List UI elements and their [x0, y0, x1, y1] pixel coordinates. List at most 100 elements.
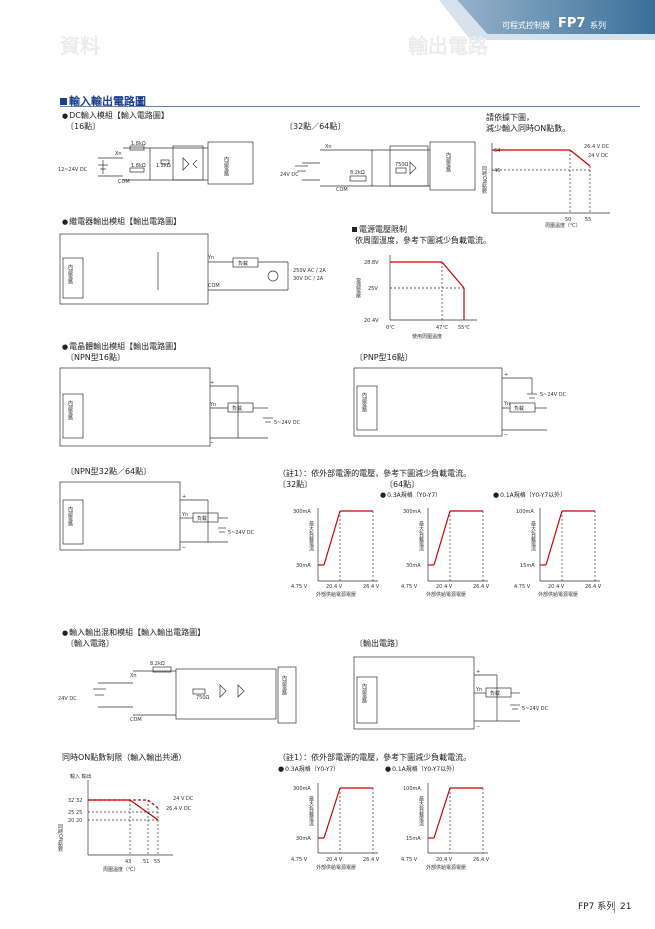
header-band [457, 0, 655, 34]
note1-64pt: 〔64點〕 [385, 480, 420, 489]
footer-divider [614, 902, 615, 913]
mixed-in-label: 〔輸入電路〕 [66, 639, 114, 648]
npn16-minus: − [210, 440, 214, 446]
npn32-load: 負載 [197, 515, 207, 522]
n1c1-xlabel: 外部供給電源電壓 [316, 591, 356, 598]
n2c1-x0: 4.75 V [291, 857, 308, 863]
section-rule [60, 106, 640, 107]
power-x-55: 55℃ [458, 325, 470, 331]
transistor-npn32: 〔NPN型32點／64點〕 [66, 467, 152, 476]
transistor-npn16: 〔NPN型16點〕 [66, 353, 125, 362]
dc16-xn: Xn [115, 151, 122, 157]
simul-io-label: 輸入 輸出 [70, 773, 92, 780]
ghost-heading-left: 資料 [60, 34, 100, 58]
dc32-xn: Xn [325, 144, 332, 150]
dc32-com: COM [336, 187, 348, 193]
mixed-out-internal: 內部電路 [361, 682, 367, 704]
simul-x-51: 51 [143, 859, 149, 865]
npn16-plus: + [210, 380, 214, 386]
relay-com: COM [208, 283, 220, 289]
ghost-heading-right: 輸出電路 [408, 34, 488, 58]
n2c1-y-bot: 30mA [296, 836, 311, 842]
mixed-v-out: 5~24V DC [522, 706, 549, 712]
derating-x-55: 55 [585, 217, 591, 223]
npn32-plus: + [182, 494, 186, 500]
n1c3-xlabel: 外部供給電源電壓 [538, 591, 578, 598]
n1c2-y-top: 300mA [403, 509, 421, 515]
mixed-load: 負載 [490, 690, 500, 697]
square-bullet-icon [60, 98, 67, 105]
dc-input-title: DC輸入模組【輸入電路圖】 [62, 112, 169, 120]
note1-charts: 300mA 30mA 300mA 30mA 100mA 15mA 4.75 V … [291, 508, 602, 598]
n2c2-ylabel: 最大負載電流 [418, 795, 424, 827]
dc-input-32pt: 〔32點／64點〕 [285, 122, 346, 131]
mixed-v-in: 24V DC [58, 696, 77, 702]
n1c1-y-top: 300mA [293, 509, 311, 515]
note1-spec-b: 0.1A規格（Y0-Y7以外） [493, 492, 566, 499]
n2c1-xlabel: 外部供給電源電壓 [316, 864, 356, 871]
mixed-title: 輸入輸出混和模組【輸入輸出電路圖】 [62, 629, 205, 637]
note2-spec-a: 0.3A規格（Y0-Y7） [278, 766, 339, 773]
simul-x-43: 43 [125, 859, 131, 865]
mixed-in-internal: 內部電路 [281, 674, 287, 696]
simul-line1: 24 V DC [173, 796, 194, 802]
simul-y-label: 同時ON點數 [57, 824, 63, 853]
n2c1-ylabel: 最大負載電流 [308, 795, 314, 827]
power-x-label: 使用周圍溫度 [412, 333, 442, 340]
derating-y-64: 64 [494, 148, 500, 154]
header-subtitle: 可程式控制器 [502, 21, 550, 30]
simul-y-25: 25 25 [68, 810, 82, 816]
n1c2-x2: 26.4 V [473, 584, 490, 590]
pnp16-yn: Yn [503, 401, 510, 407]
dc32-r5: 750Ω [395, 162, 409, 168]
n2c2-y-top: 100mA [403, 786, 421, 792]
relay-v2: 30V DC / 2A [293, 276, 324, 282]
n1c1-x1: 20.4 V [326, 584, 343, 590]
n1c1-y-bot: 30mA [296, 563, 311, 569]
note1-text: （註1）：依外部電源的電壓，參考下圖減少負載電流。 [278, 469, 472, 478]
relay-internal: 內部電路 [67, 263, 73, 285]
footer-page: 21 [620, 902, 632, 912]
n1c3-x0: 4.75 V [514, 584, 531, 590]
mixed-r1: 8.2kΩ [150, 661, 165, 667]
simul-y-32: 32 32 [68, 798, 82, 804]
note1-spec-a: 0.3A規格（Y0-Y7） [380, 492, 441, 499]
n2c2-x2: 26.4 V [473, 857, 490, 863]
n2c2-xlabel: 外部供給電源電壓 [426, 864, 466, 871]
derating-on-chart: 64 46 50 55 周圍溫度（℃） 26.4 V DC 24 V DC 同時… [481, 143, 610, 229]
simul-x-55: 55 [154, 859, 160, 865]
simul-on-chart: 32 32 25 25 20 20 43 51 55 周圍溫度（℃） 24 V … [57, 773, 194, 873]
npn16-v: 5~24V DC [274, 420, 301, 426]
dc32-r4: 8.2kΩ [350, 170, 365, 176]
derating-x-50: 50 [565, 217, 571, 223]
derating-x-label: 周圍溫度（℃） [545, 222, 581, 229]
relay-v1: 250V AC / 2A [293, 268, 326, 274]
n2c1-x1: 20.4 V [326, 857, 343, 863]
pnp16-minus: − [504, 432, 508, 438]
relay-circuit: Yn 負載 COM 250V AC / 2A 30V DC / 2A 內部電路 [59, 233, 326, 305]
power-y-label: 電源電壓 [355, 278, 361, 299]
dc32-internal: 內部電路 [445, 151, 451, 173]
npn16-circuit: + Yn 負載 − 5~24V DC 內部電路 [59, 367, 301, 447]
mixed-out-label: 〔輸出電路〕 [355, 639, 403, 648]
npn32-internal: 內部電路 [67, 505, 73, 527]
pnp16-v: 5~24V DC [540, 392, 567, 398]
n1c2-y-bot: 30mA [406, 563, 421, 569]
power-y-25: 25V [368, 286, 378, 292]
n1c3-x2: 26.4 V [585, 584, 602, 590]
npn16-yn: Yn [209, 402, 216, 408]
n1c1-x2: 26.4 V [363, 584, 380, 590]
dc16-r2: 1.8kΩ [131, 163, 146, 169]
npn16-load: 負載 [232, 405, 242, 412]
derating-y-46: 46 [494, 168, 500, 174]
dc16-voltage: 12~24V DC [58, 167, 88, 173]
mixed-yn: Yn [475, 687, 482, 693]
transistor-title: 電晶體輸出模組【輸出電路圖】 [62, 343, 181, 351]
simul-y-20: 20 20 [68, 818, 82, 824]
simul-x-label: 周圍溫度（℃） [103, 866, 139, 873]
n2c2-x0: 4.75 V [401, 857, 418, 863]
npn32-minus: − [182, 545, 186, 551]
derating-line1: 26.4 V DC [584, 144, 610, 150]
pnp16-plus: + [504, 372, 508, 378]
n1c2-ylabel: 最大負載電流 [418, 520, 424, 552]
